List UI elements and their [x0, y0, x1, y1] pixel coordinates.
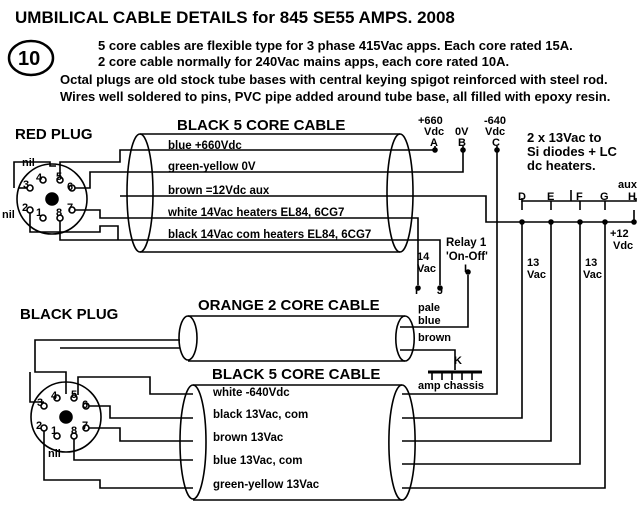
red-pin-7: 7 — [67, 202, 74, 214]
vac14-value: 14 — [417, 251, 430, 263]
chassis-label: amp chassis — [418, 380, 485, 392]
heater-note-2: Si diodes + LC — [527, 144, 617, 159]
bottom-cable-label: BLACK 5 CORE CABLE — [212, 366, 381, 383]
relay-j: J — [437, 285, 444, 297]
vac14-unit: Vac — [417, 263, 436, 275]
red-plug-label: RED PLUG — [15, 126, 93, 143]
black-pin-5: 5 — [71, 389, 78, 401]
chassis-symbol — [428, 370, 482, 380]
heater-note-1: 2 x 13Vac to — [527, 130, 602, 145]
red-pin-2: 2 — [22, 202, 29, 214]
top-wire-2: green-yellow 0V — [168, 161, 256, 173]
black-plug-nil: nil — [48, 448, 61, 460]
terminal-b-letter: B — [458, 137, 466, 149]
vac13-a-unit: Vac — [527, 269, 546, 281]
black-plug-spigot — [59, 410, 73, 424]
terminal-d: D — [518, 191, 526, 203]
bottom-cable-sleeve — [179, 384, 416, 501]
note-3: Octal plugs are old stock tube bases wit… — [60, 72, 608, 87]
bottom-wire-4: blue 13Vac, com — [213, 455, 303, 467]
red-plug-spigot — [45, 192, 59, 206]
note-1: 5 core cables are flexible type for 3 ph… — [98, 38, 573, 53]
black-plug-pins — [40, 394, 90, 440]
orange-wire-brown: brown — [418, 332, 451, 344]
figure-number-circle — [7, 39, 55, 77]
red-pin-1: 1 — [36, 207, 43, 219]
black-pin-7: 7 — [82, 420, 89, 432]
orange-wire-pale: pale — [418, 302, 441, 314]
terminal-g: G — [600, 191, 609, 203]
black-pin-4: 4 — [51, 390, 58, 402]
diagram-title: UMBILICAL CABLE DETAILS for 845 SE55 AMP… — [15, 8, 455, 27]
vac13-b-value: 13 — [585, 257, 598, 269]
terminal-a-letter: A — [430, 137, 438, 149]
terminal-c-letter: C — [492, 137, 500, 149]
terminal-c-value: -640 — [484, 115, 507, 127]
note-2: 2 core cable normally for 240Vac mains a… — [98, 54, 510, 69]
red-pin-6: 6 — [67, 181, 74, 193]
black-pin-3: 3 — [37, 397, 44, 409]
terminal-a-unit: Vdc — [424, 126, 445, 138]
red-plug-base — [16, 163, 88, 235]
terminal-e: E — [547, 191, 555, 203]
bottom-wire-3: brown 13Vac — [213, 432, 284, 444]
bottom-wire-1: white -640Vdc — [213, 387, 290, 399]
top-wire-4: white 14Vac heaters EL84, 6CG7 — [168, 207, 345, 219]
plus12-value: +12 — [610, 228, 629, 240]
note-4: Wires well soldered to pins, PVC pipe ad… — [60, 89, 611, 104]
black-pin-1: 1 — [51, 425, 58, 437]
vac13-a-value: 13 — [527, 257, 540, 269]
relay-i: I — [415, 285, 419, 297]
relay-l: L — [464, 263, 471, 275]
heater-note-3: dc heaters. — [527, 158, 596, 173]
black-plug-label: BLACK PLUG — [20, 306, 119, 323]
top-wire-3: brown =12Vdc aux — [168, 185, 270, 197]
terminal-a-value: +660 — [418, 115, 443, 127]
top-cable-label: BLACK 5 CORE CABLE — [177, 117, 346, 134]
top-cable-sleeve — [126, 133, 414, 253]
red-pin-5: 5 — [56, 171, 63, 183]
vac13-b-unit: Vac — [583, 269, 602, 281]
red-pin-3: 3 — [23, 179, 30, 191]
relay-sub: 'On-Off' — [446, 251, 488, 263]
plus12-unit: Vdc — [613, 240, 634, 252]
chassis-k: K — [454, 355, 462, 367]
orange-cable-sleeve — [178, 315, 416, 362]
orange-wire-blue: blue — [418, 315, 441, 327]
black-pin-2: 2 — [36, 420, 43, 432]
top-wire-1: blue +660Vdc — [168, 140, 242, 152]
aux-label: aux — [618, 179, 637, 191]
terminal-b-value: 0V — [455, 126, 469, 138]
terminal-h: H — [628, 191, 636, 203]
red-pin-8: 8 — [56, 207, 63, 219]
orange-cable-label: ORANGE 2 CORE CABLE — [198, 297, 380, 314]
top-wire-5: black 14Vac com heaters EL84, 6CG7 — [168, 229, 372, 241]
black-pin-8: 8 — [71, 425, 78, 437]
bottom-wire-2: black 13Vac, com — [213, 409, 309, 421]
terminal-f: F — [576, 191, 583, 203]
red-plug-nil-left: nil — [2, 209, 15, 221]
bottom-wire-5: green-yellow 13Vac — [213, 479, 320, 491]
terminal-c-unit: Vdc — [485, 126, 506, 138]
black-pin-6: 6 — [82, 399, 89, 411]
relay-title: Relay 1 — [446, 237, 487, 249]
red-pin-4: 4 — [36, 172, 43, 184]
figure-number: 10 — [18, 48, 41, 70]
red-plug-nil-top: nil — [22, 157, 35, 169]
